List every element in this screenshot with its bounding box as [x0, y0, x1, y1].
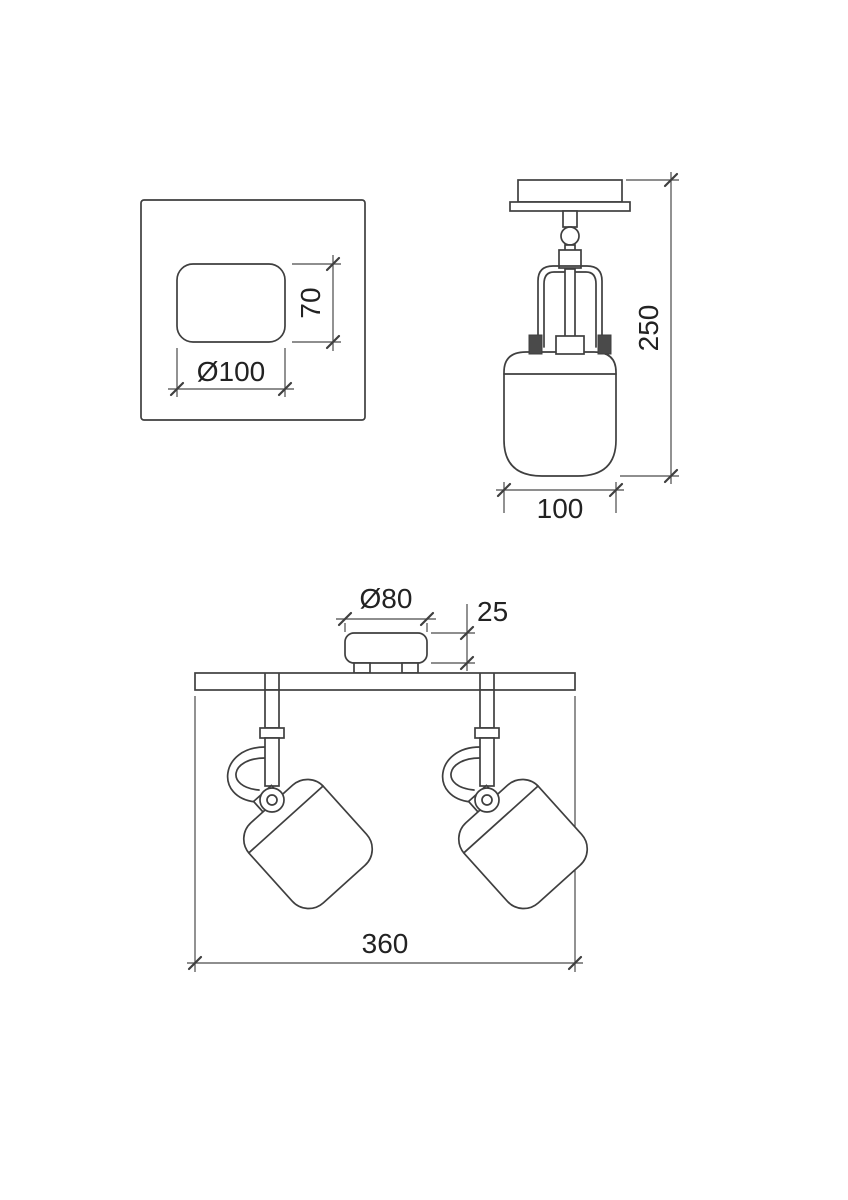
dim-front-height: 70	[292, 255, 341, 351]
dim-tick	[459, 655, 475, 671]
shade-socket	[555, 335, 585, 355]
canopy-flange	[509, 201, 631, 212]
dim-bar-length: 360	[187, 696, 583, 972]
dim-tick	[608, 482, 624, 498]
yoke-center-rod	[564, 268, 576, 342]
dim-tick	[169, 381, 185, 397]
canopy-foot-left	[353, 662, 371, 674]
pivot-housing	[558, 249, 582, 269]
dim-tick	[419, 611, 435, 627]
stem-upper	[562, 210, 578, 228]
dim-label-canopy-diameter: Ø80	[360, 583, 413, 614]
dim-tick	[325, 256, 341, 272]
shade-front-outline	[176, 263, 286, 343]
spotlight-right	[439, 673, 598, 919]
dim-canopy-diameter: Ø80	[336, 583, 436, 632]
dim-label-front-height: 70	[295, 287, 326, 318]
dim-label-bar-length: 360	[362, 928, 409, 959]
canopy-double	[344, 632, 428, 664]
dim-label-side-width: 100	[537, 493, 584, 524]
dim-side-height: 250	[620, 172, 679, 484]
shade-side-outline	[503, 351, 617, 477]
canopy-side	[517, 179, 623, 203]
dim-tick	[187, 955, 203, 971]
dim-front-width: Ø100	[168, 348, 294, 397]
dim-tick	[459, 625, 475, 641]
dim-tick	[325, 334, 341, 350]
swivel-ball	[560, 226, 580, 246]
double-view: Ø80 25 360	[187, 583, 598, 972]
dim-side-width: 100	[496, 482, 624, 524]
spotlight-left	[224, 673, 383, 919]
dim-tick	[277, 381, 293, 397]
yoke-outer	[537, 265, 603, 348]
dim-tick	[663, 468, 679, 484]
yoke-thumbscrew-left	[528, 334, 543, 355]
ceiling-bar	[194, 672, 576, 691]
dim-tick	[337, 611, 353, 627]
yoke-thumbscrew-right	[597, 334, 612, 355]
dim-label-front-width: Ø100	[197, 356, 266, 387]
dim-canopy-height: 25	[431, 596, 508, 671]
side-view: 250 100	[496, 172, 679, 524]
dim-tick	[496, 482, 512, 498]
dim-tick	[567, 955, 583, 971]
dim-label-canopy-height: 25	[477, 596, 508, 627]
front-view: 70 Ø100	[140, 199, 366, 421]
dim-label-side-height: 250	[633, 305, 664, 352]
canopy-foot-right	[401, 662, 419, 674]
dim-tick	[663, 172, 679, 188]
